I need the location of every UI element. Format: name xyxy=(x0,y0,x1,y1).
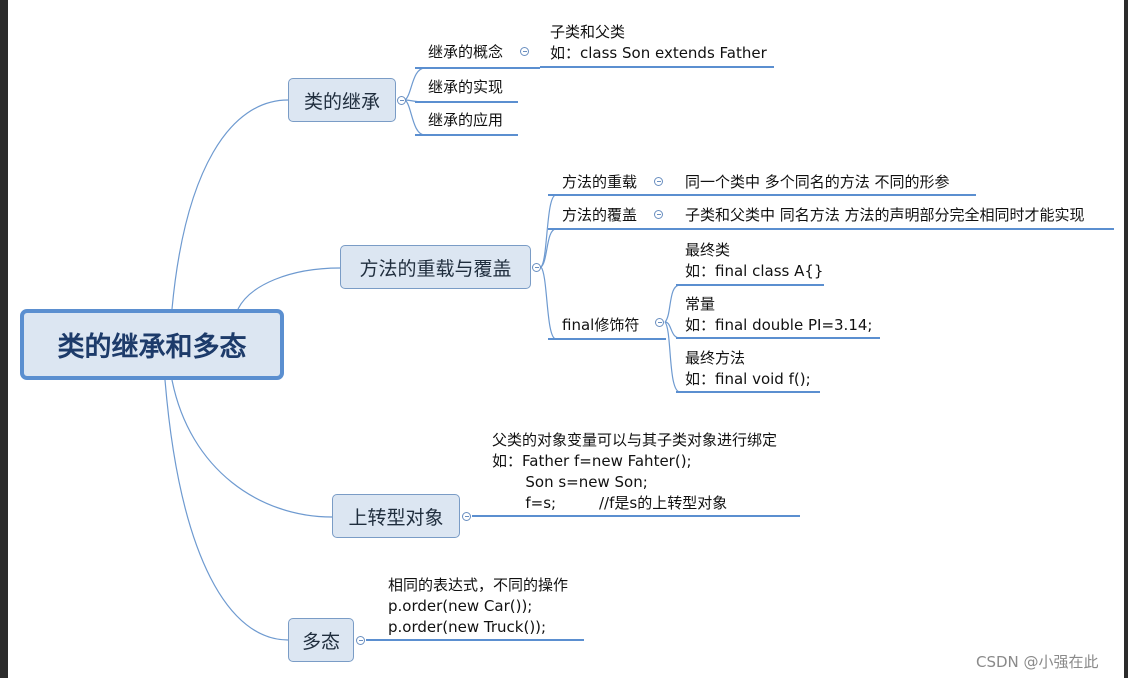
underline xyxy=(676,337,880,339)
note-inherit-concept: 子类和父类 如：class Son extends Father xyxy=(550,23,767,62)
node-inheritance[interactable]: 类的继承 xyxy=(288,78,396,122)
node-overload-override[interactable]: 方法的重载与覆盖 xyxy=(340,245,531,289)
collapse-toggle-icon[interactable] xyxy=(532,263,541,272)
collapse-toggle-icon[interactable] xyxy=(520,47,529,56)
collapse-toggle-icon[interactable] xyxy=(654,177,663,186)
note-overload: 同一个类中 多个同名的方法 不同的形参 xyxy=(685,173,950,191)
note-final-const: 常量 如：final double PI=3.14; xyxy=(685,295,873,334)
root-node[interactable]: 类的继承和多态 xyxy=(20,309,284,380)
label-overload[interactable]: 方法的重载 xyxy=(562,173,638,191)
node-upcast[interactable]: 上转型对象 xyxy=(332,494,460,538)
label-override[interactable]: 方法的覆盖 xyxy=(562,206,638,224)
underline xyxy=(548,194,676,196)
note-polymorphism: 相同的表达式，不同的操作 p.order(new Car()); p.order… xyxy=(388,576,569,636)
underline xyxy=(366,639,584,641)
collapse-toggle-icon[interactable] xyxy=(397,96,406,105)
underline xyxy=(676,284,824,286)
underline xyxy=(472,515,800,517)
watermark: CSDN @小强在此 xyxy=(976,653,1099,671)
underline xyxy=(676,228,1114,230)
label-inherit-apply[interactable]: 继承的应用 xyxy=(428,111,504,129)
underline xyxy=(540,66,774,68)
collapse-toggle-icon[interactable] xyxy=(356,636,365,645)
note-upcast: 父类的对象变量可以与其子类对象进行绑定 如：Father f=new Fahte… xyxy=(492,431,778,512)
collapse-toggle-icon[interactable] xyxy=(654,210,663,219)
note-override: 子类和父类中 同名方法 方法的声明部分完全相同时才能实现 xyxy=(685,206,1085,224)
underline xyxy=(415,134,518,136)
node-polymorphism[interactable]: 多态 xyxy=(288,618,354,662)
underline xyxy=(676,194,976,196)
note-final-class: 最终类 如：final class A{} xyxy=(685,241,824,280)
underline xyxy=(548,338,666,340)
label-inherit-concept[interactable]: 继承的概念 xyxy=(428,43,504,61)
collapse-toggle-icon[interactable] xyxy=(655,318,664,327)
label-inherit-impl[interactable]: 继承的实现 xyxy=(428,78,504,96)
underline xyxy=(415,101,518,103)
note-final-method: 最终方法 如：final void f(); xyxy=(685,349,811,388)
window-left-border xyxy=(0,0,8,678)
underline xyxy=(676,391,820,393)
underline xyxy=(415,67,540,69)
label-final[interactable]: final修饰符 xyxy=(562,316,640,334)
collapse-toggle-icon[interactable] xyxy=(462,512,471,521)
window-right-border xyxy=(1124,0,1128,678)
underline xyxy=(548,228,676,230)
